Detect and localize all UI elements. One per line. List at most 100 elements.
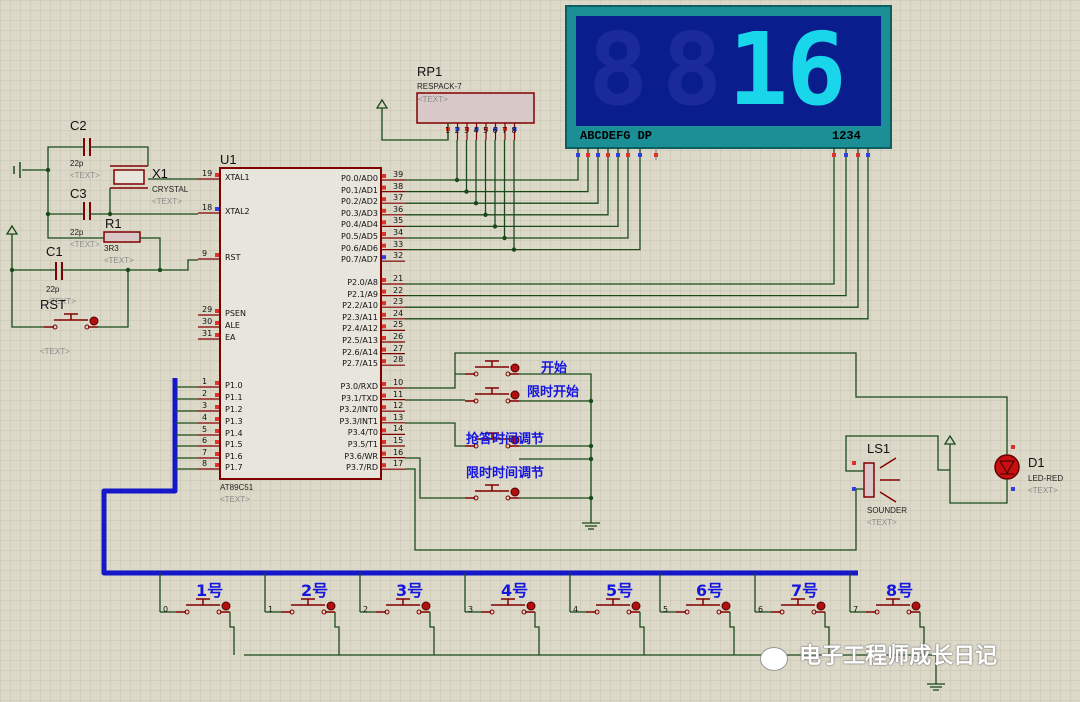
r1-ref: R1 — [105, 216, 122, 231]
d1-text: <TEXT> — [1028, 486, 1058, 495]
pin-marker — [382, 255, 386, 260]
rp1-pin-number: 8 — [511, 126, 517, 135]
pin-marker — [382, 243, 386, 248]
u1-pin-number: 10 — [393, 378, 404, 387]
wire — [949, 452, 1008, 504]
sounder-ls1[interactable] — [863, 457, 900, 503]
wire — [405, 422, 465, 447]
player-label-8: 8号 — [886, 581, 914, 600]
wire — [519, 373, 592, 515]
mcu-u1-body[interactable] — [219, 167, 382, 480]
pin-marker — [215, 417, 219, 421]
u1-pin-number: 11 — [393, 389, 404, 399]
pin-marker — [503, 127, 507, 131]
p2-digit-wire — [405, 148, 835, 285]
resistor-pack-rp1[interactable] — [416, 92, 535, 124]
resistor-r1[interactable] — [103, 231, 141, 243]
p0-segment-wire — [405, 148, 579, 181]
player-button-3[interactable] — [376, 598, 431, 615]
display-digit-2-off: 8 — [662, 11, 723, 128]
u1-pin-number: 2 — [202, 389, 208, 398]
pin-marker — [215, 452, 219, 456]
player-button-5[interactable] — [586, 598, 641, 615]
pin-marker — [382, 359, 386, 364]
pin-marker — [852, 487, 856, 491]
player-button-6[interactable] — [676, 598, 731, 615]
button-contact — [811, 609, 817, 615]
player-button-8[interactable] — [866, 598, 921, 615]
led-d1[interactable] — [994, 454, 1020, 480]
u1-pin-number: 24 — [393, 308, 404, 318]
pin-marker — [382, 220, 386, 225]
button-contact — [489, 609, 495, 615]
u1-pin-name: P1.2 — [225, 405, 243, 414]
wire — [11, 270, 44, 328]
player-button-1[interactable] — [176, 598, 231, 615]
seven-segment-display[interactable] — [565, 5, 892, 149]
rst-ref: RST — [40, 297, 66, 312]
button-contact — [779, 609, 785, 615]
u1-pin-name: P0.2/AD2 — [341, 197, 378, 207]
reset-button[interactable] — [44, 313, 99, 330]
bus-line-label: 5 — [663, 605, 669, 614]
p0-segment-wire — [405, 148, 641, 251]
pin-marker — [215, 381, 219, 385]
player-button-2[interactable] — [281, 598, 336, 615]
p0-segment-wire — [405, 148, 629, 239]
p0-segment-wire — [405, 148, 619, 228]
button-contact — [473, 371, 479, 377]
u1-pin-number: 27 — [393, 343, 404, 353]
player-label-3: 3号 — [396, 581, 424, 600]
pin-marker — [382, 301, 386, 306]
u1-pin-number: 16 — [393, 447, 404, 457]
button-contact — [289, 609, 295, 615]
u1-pin-name: P2.0/A8 — [347, 278, 378, 287]
pin-marker — [596, 153, 600, 157]
c3-value: 22p — [70, 228, 84, 237]
wire — [47, 146, 84, 215]
crystal-x1[interactable] — [110, 165, 148, 189]
player-button-7[interactable] — [771, 598, 826, 615]
u1-pin-number: 25 — [393, 320, 404, 330]
u1-pin-number: 17 — [393, 459, 404, 469]
limit-time-adjust-button[interactable] — [465, 484, 520, 501]
u1-pin-name: P2.4/A12 — [342, 324, 378, 334]
capacitor-c3[interactable] — [83, 202, 91, 220]
pin-marker — [382, 451, 386, 456]
player-button-4[interactable] — [481, 598, 536, 615]
button-contact — [473, 398, 479, 404]
pin-marker — [382, 393, 386, 398]
pin-marker — [215, 333, 219, 337]
pin-marker — [382, 185, 386, 190]
player-ground-wire — [429, 612, 435, 655]
u1-pin-number: 39 — [393, 170, 404, 179]
u1-pin-name: P1.7 — [225, 463, 243, 472]
pin-marker — [844, 153, 848, 157]
power-terminal — [5, 224, 19, 242]
x1-text: <TEXT> — [152, 197, 182, 206]
pin-marker — [382, 428, 386, 433]
u1-pin-number: 1 — [202, 377, 208, 386]
c1-ref: C1 — [46, 244, 63, 259]
button-contact — [384, 609, 390, 615]
timed-start-button[interactable] — [465, 387, 520, 404]
player-label-1: 1号 — [196, 581, 224, 600]
pin-marker — [856, 153, 860, 157]
pin-marker — [382, 312, 386, 317]
answer-time-adjust-button[interactable] — [465, 432, 520, 449]
pin-marker — [382, 416, 386, 421]
data-bus — [101, 378, 858, 576]
pin-marker — [382, 347, 386, 352]
u1-pin-number: 12 — [393, 401, 404, 411]
u1-pin-number: 4 — [202, 413, 208, 422]
pin-marker — [493, 127, 498, 131]
u1-pin-name: P3.7/RD — [346, 463, 378, 473]
start-button[interactable] — [465, 360, 520, 377]
pin-marker — [455, 127, 460, 131]
capacitor-c1[interactable] — [55, 262, 63, 280]
rp1-ref: RP1 — [417, 64, 443, 79]
button-contact — [716, 609, 722, 615]
pin-marker — [382, 289, 386, 294]
u1-pin-number: 13 — [393, 412, 404, 422]
